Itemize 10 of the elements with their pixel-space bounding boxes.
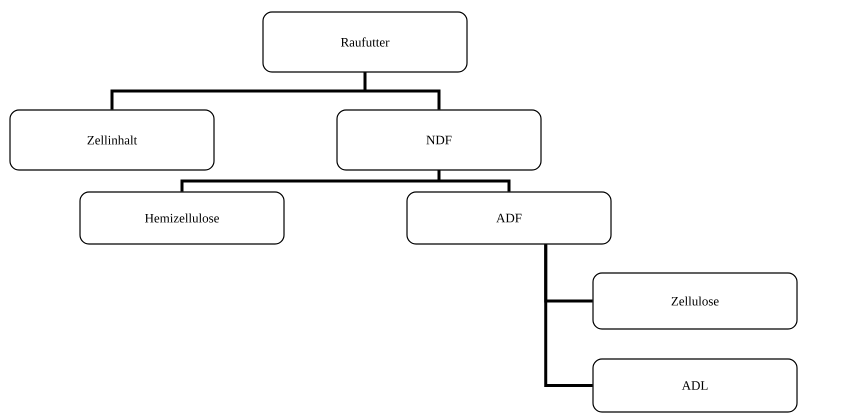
process-box: Raufutter (262, 11, 468, 73)
process-box: Hemizellulose (79, 191, 285, 245)
connector-line (544, 244, 592, 387)
process-box: Zellinhalt (9, 109, 215, 171)
process-box: ADF (406, 191, 612, 245)
connector-line (364, 72, 440, 110)
process-box: ADL (592, 358, 798, 413)
process-box: Zellulose (592, 272, 798, 330)
connector-line (438, 170, 510, 192)
process-box: NDF (336, 109, 542, 171)
